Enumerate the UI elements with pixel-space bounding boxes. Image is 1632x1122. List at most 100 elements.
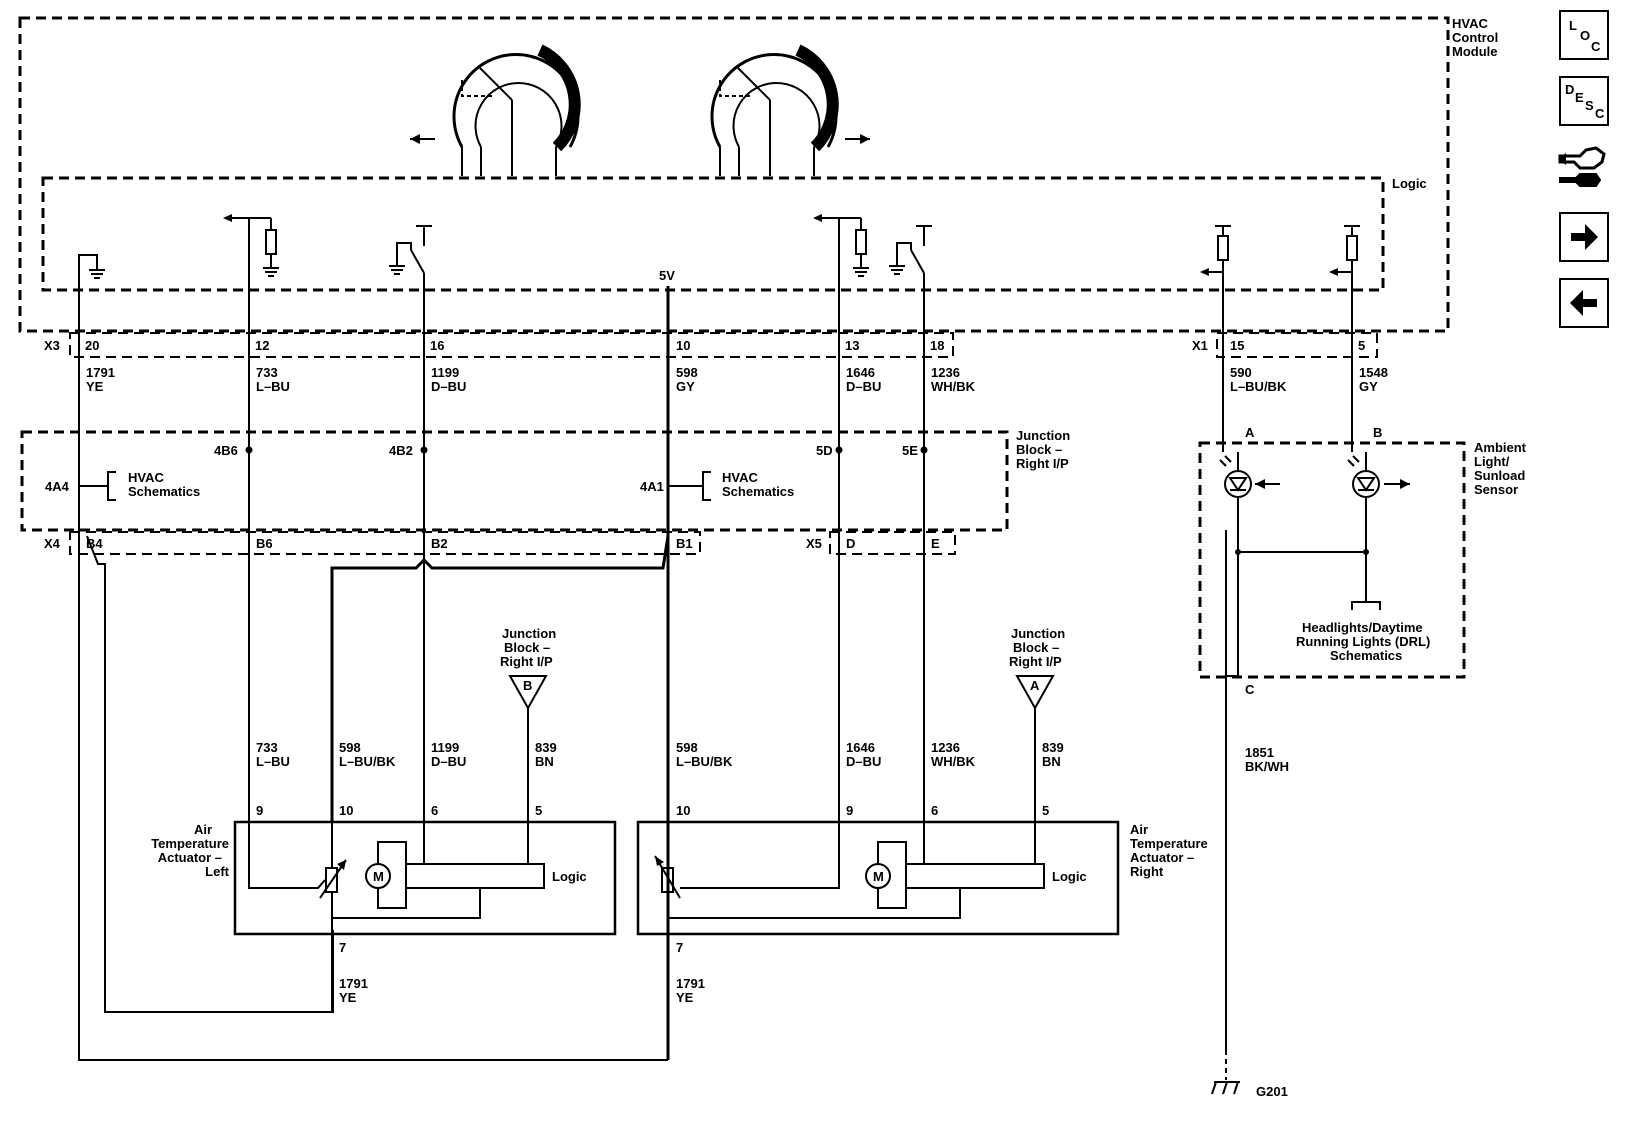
jb-ref-a-label-2: Block – — [1013, 640, 1059, 655]
wire-1791-circuit: 1791 — [86, 365, 115, 380]
headlights-ref-3: Schematics — [1330, 648, 1402, 663]
connector-x4: X4 B4 B6 B2 B1 — [44, 531, 701, 555]
act-left-pin-7: 7 — [339, 940, 346, 955]
actuator-right-label-4: Right — [1130, 864, 1164, 879]
next-page-button[interactable] — [1559, 212, 1609, 262]
jb-ref-a-label-3: Right I/P — [1009, 654, 1062, 669]
logic-label: Logic — [1392, 176, 1427, 191]
jb-pin-4b2: 4B2 — [389, 443, 413, 458]
hvac-module-label-2: Control — [1452, 30, 1498, 45]
temperature-knob-right-icon — [710, 44, 870, 176]
wire-1199-color: D–BU — [431, 379, 466, 394]
hvac-ref-left-2: Schematics — [128, 484, 200, 499]
pin-18: 18 — [930, 338, 944, 353]
ground-g201-label: G201 — [1256, 1084, 1288, 1099]
act-left-wire-598-circuit: 598 — [339, 740, 361, 755]
loc-letter-1: L — [1569, 18, 1577, 33]
sensor-pin-c: C — [1245, 682, 1255, 697]
act-left-pin-9: 9 — [256, 803, 263, 818]
actuator-left-label-2: Temperature — [151, 836, 229, 851]
actuator-left: Air Temperature Actuator – Left 9 10 6 5… — [151, 803, 617, 1012]
junction-block-label-3: Right I/P — [1016, 456, 1069, 471]
ground-left-wire-circuit: 1791 — [339, 976, 368, 991]
desc-letter-1: D — [1565, 82, 1575, 97]
location-button[interactable]: L O C — [1559, 10, 1609, 60]
jb-ref-b-label-3: Right I/P — [500, 654, 553, 669]
wire-590-color: L–BU/BK — [1230, 379, 1287, 394]
act-left-wire-839-circuit: 839 — [535, 740, 557, 755]
hvac-ref-left-1: HVAC — [128, 470, 164, 485]
pin-10: 10 — [676, 338, 690, 353]
connector-x5-label: X5 — [806, 536, 822, 551]
act-right-wire-839-circuit: 839 — [1042, 740, 1064, 755]
pin-13: 13 — [845, 338, 859, 353]
logic-right-label: Logic — [1052, 869, 1087, 884]
previous-page-button[interactable] — [1559, 278, 1609, 328]
jb-pin-5e: 5E — [902, 443, 918, 458]
jb-ref-a: Junction Block – Right I/P A — [1009, 626, 1065, 822]
act-right-wire-1236-circuit: 1236 — [931, 740, 960, 755]
act-right-pin-7: 7 — [676, 940, 683, 955]
wire-733-color: L–BU — [256, 379, 290, 394]
act-right-pin-5: 5 — [1042, 803, 1049, 818]
sensor-label-1: Ambient — [1474, 440, 1527, 455]
wire-1851-circuit: 1851 — [1245, 745, 1274, 760]
logic-block-right — [905, 863, 1045, 889]
act-left-wire-1199-color: D–BU — [431, 754, 466, 769]
wire-590-circuit: 590 — [1230, 365, 1252, 380]
description-button[interactable]: D E S C — [1559, 76, 1609, 126]
sensor-label-3: Sunload — [1474, 468, 1525, 483]
connector-view-icon[interactable] — [1556, 140, 1612, 196]
pin-b6: B6 — [256, 536, 273, 551]
junction-block-label-1: Junction — [1016, 428, 1070, 443]
act-left-wire-598-color: L–BU/BK — [339, 754, 396, 769]
connector-x5: X5 D E — [806, 531, 956, 555]
wire-1646-circuit: 1646 — [846, 365, 875, 380]
wire-1791-color: YE — [86, 379, 104, 394]
jb-pin-4b6: 4B6 — [214, 443, 238, 458]
photodiode-b-icon — [1347, 452, 1410, 552]
jb-ref-b-label-1: Junction — [502, 626, 556, 641]
act-right-wire-598-circuit: 598 — [676, 740, 698, 755]
actuator-left-label-4: Left — [205, 864, 230, 879]
wire-1199-circuit: 1199 — [431, 365, 459, 380]
sensor-pin-a: A — [1245, 425, 1255, 440]
actuator-right-label-1: Air — [1130, 822, 1148, 837]
jb-ref-a-label-1: Junction — [1011, 626, 1065, 641]
act-left-wire-839-color: BN — [535, 754, 554, 769]
ground-left-wire-color: YE — [339, 990, 357, 1005]
hvac-module-label-3: Module — [1452, 44, 1498, 59]
desc-letter-4: C — [1595, 106, 1605, 121]
hvac-control-module: HVAC Control Module — [18, 16, 1498, 333]
act-right-wire-598-color: L–BU/BK — [676, 754, 733, 769]
hvac-module-label-1: HVAC — [1452, 16, 1488, 31]
jb-pin-4a1: 4A1 — [640, 479, 664, 494]
jb-pin-5d: 5D — [816, 443, 833, 458]
junction-block: Junction Block – Right I/P 4B6 4B2 5D 5E… — [20, 428, 1070, 532]
pin-b2: B2 — [431, 536, 448, 551]
wire-1236-circuit: 1236 — [931, 365, 960, 380]
wire-733-circuit: 733 — [256, 365, 278, 380]
module-internals: 5V — [78, 214, 1360, 330]
actuator-right: Air Temperature Actuator – Right 10 9 6 … — [636, 803, 1208, 955]
hvac-ref-right-2: Schematics — [722, 484, 794, 499]
pin-b4: B4 — [86, 536, 103, 551]
actuator-right-label-3: Actuator – — [1130, 850, 1194, 865]
pin-20: 20 — [85, 338, 99, 353]
hvac-ref-right-1: HVAC — [722, 470, 758, 485]
act-right-wire-1646-color: D–BU — [846, 754, 881, 769]
pin-d: D — [846, 536, 855, 551]
motor-left-label: M — [373, 869, 384, 884]
act-left-wire-1199-circuit: 1199 — [431, 740, 459, 755]
act-left-wire-733-color: L–BU — [256, 754, 290, 769]
headlights-ref-1: Headlights/Daytime — [1302, 620, 1423, 635]
connector-x3: X3 20 12 16 10 13 18 — [44, 332, 954, 358]
logic-block-left — [405, 863, 545, 889]
act-right-wire-839-color: BN — [1042, 754, 1061, 769]
wire-1236-color: WH/BK — [931, 379, 976, 394]
ambient-light-sensor: Ambient Light/ Sunload Sensor A B C — [1198, 425, 1527, 697]
act-right-pin-9: 9 — [846, 803, 853, 818]
act-left-pin-6: 6 — [431, 803, 438, 818]
wire-1851-color: BK/WH — [1245, 759, 1289, 774]
